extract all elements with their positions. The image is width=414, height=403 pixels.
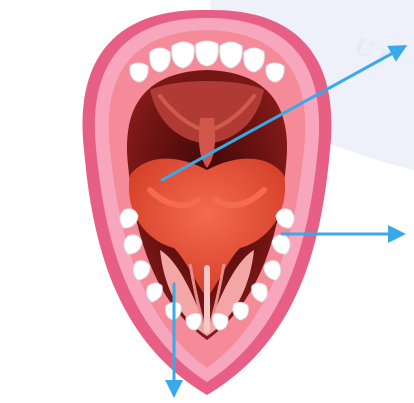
upper-tooth: [196, 41, 219, 66]
